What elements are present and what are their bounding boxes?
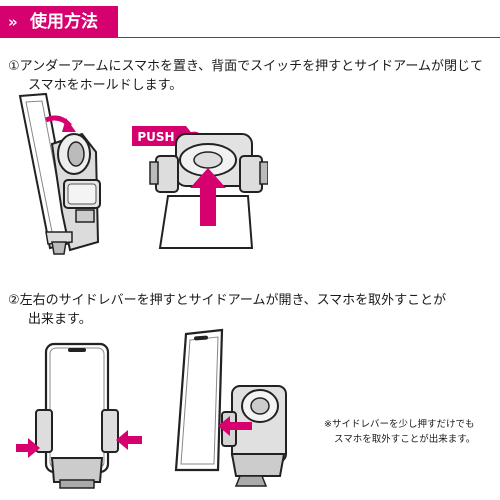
step-2-number: ② bbox=[8, 293, 20, 308]
section-header: » 使用方法 bbox=[0, 0, 500, 44]
step-2-instruction: ②左右のサイドレバーを押すとサイドアームが開き、スマホを取外すことが 出来ます。 bbox=[8, 291, 496, 329]
step-1-line-1: アンダーアームにスマホを置き、背面でスイッチを押すとサイドアームが閉じて bbox=[19, 59, 483, 74]
step-1-number: ① bbox=[8, 59, 20, 74]
double-chevron-icon: » bbox=[8, 13, 18, 31]
holder-side-view-illustration bbox=[18, 92, 101, 255]
section-title-tab: » 使用方法 bbox=[0, 6, 118, 38]
phone-removal-illustration bbox=[174, 328, 287, 487]
step-2-line-1: 左右のサイドレバーを押すとサイドアームが開き、スマホを取外すことが bbox=[19, 293, 447, 308]
step-2-line-2: 出来ます。 bbox=[28, 312, 92, 327]
push-label: PUSH bbox=[137, 130, 174, 144]
note-line-1: ※サイドレバーを少し押すだけでも bbox=[324, 419, 475, 430]
step-1-line-2: スマホをホールドします。 bbox=[28, 78, 183, 93]
holder-front-push-illustration: PUSH bbox=[132, 126, 268, 249]
header-underline bbox=[118, 37, 500, 38]
step-1-instruction: ①アンダーアームにスマホを置き、背面でスイッチを押すとサイドアームが閉じて スマ… bbox=[8, 57, 496, 95]
note-text: ※サイドレバーを少し押すだけでも スマホを取外すことが出来ます。 bbox=[324, 417, 496, 447]
holder-side-lever-illustration bbox=[16, 342, 142, 489]
section-title: 使用方法 bbox=[30, 12, 98, 32]
note-line-2: スマホを取外すことが出来ます。 bbox=[334, 434, 476, 445]
